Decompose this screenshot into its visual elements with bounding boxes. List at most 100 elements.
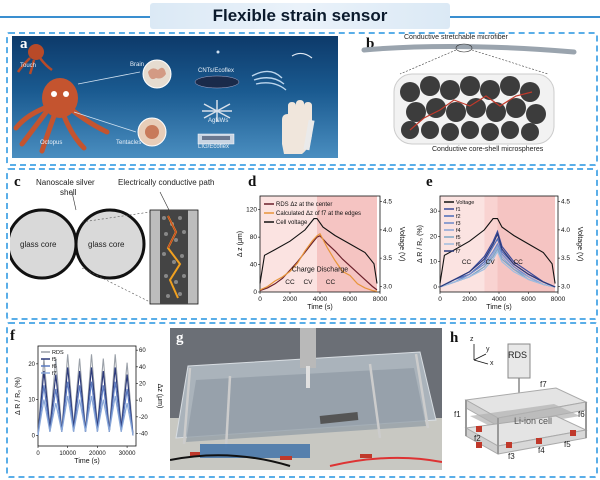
legend-entry: RDS <box>52 350 64 356</box>
series-line-rds-z-at-the-center <box>259 235 378 292</box>
y2-tick-label: 3.0 <box>383 283 392 290</box>
x-tick-label: 10000 <box>59 451 76 457</box>
label-spheres: Conductive core-shell microspheres <box>432 146 544 153</box>
legend-entry: f4 <box>456 228 461 234</box>
panel-e-label: e <box>426 174 433 190</box>
label-core-1: glass core <box>20 240 57 249</box>
y2-tick-label: 3.5 <box>561 255 570 262</box>
panel-g-label: g <box>176 330 184 346</box>
y2-tick-label: -40 <box>139 432 148 438</box>
x-tick-label: 4000 <box>492 296 507 303</box>
panel-b-illustration <box>361 43 577 145</box>
panel-row-1-frame <box>6 32 598 166</box>
series-line-calculated-z-of-f7-at-the-edges <box>259 232 378 292</box>
y-tick-label: 40 <box>250 262 258 269</box>
header-rule-left <box>0 16 150 18</box>
x-tick-label: 2000 <box>283 296 298 303</box>
panel-a-label: a <box>20 36 28 52</box>
panel-b: b Conductive stretchable microfiber Cond… <box>344 34 590 160</box>
legend-entry: f5 <box>456 235 461 241</box>
legend-entry: Voltage <box>456 200 474 206</box>
series-line-cell-voltage <box>259 218 378 284</box>
panel-h-label: h <box>450 330 459 346</box>
y2-tick-label: -20 <box>139 415 148 421</box>
panel-d-label: d <box>248 174 257 190</box>
y2-tick-label: 3.0 <box>561 283 570 290</box>
y-tick-label: 0 <box>32 433 36 439</box>
x-axis-label: Time (s) <box>486 304 511 311</box>
x-tick-label: 0 <box>36 451 40 457</box>
panel-a: Touch Octopus Brain Tentacles CNTs/Ecofl… <box>12 36 338 158</box>
label-fiber: Conductive stretchable microfiber <box>404 34 508 41</box>
annot-charge-discharge: Charge Discharge <box>292 266 349 273</box>
annot-cc-1: CC <box>285 279 295 286</box>
legend-entry: f7 <box>52 371 57 377</box>
y-axis-label: Δ R / R₀ (%) <box>417 225 424 263</box>
y2-tick-label: 20 <box>139 382 146 388</box>
x-axis-label: Time (s) <box>74 458 99 465</box>
x-tick-label: 4000 <box>313 296 328 303</box>
label-tentacles: Tentacles <box>116 140 142 146</box>
y2-tick-label: 3.5 <box>383 255 392 262</box>
y-tick-label: 0 <box>253 289 257 296</box>
figure-title: Flexible strain sensor <box>150 3 450 29</box>
legend-entry: f6 <box>52 364 57 370</box>
legend-entry: f6 <box>456 242 461 248</box>
x-tick-label: 2000 <box>462 296 477 303</box>
label-f5: f5 <box>564 440 571 449</box>
label-core-2: glass core <box>88 240 125 249</box>
label-path: Electrically conductive path <box>118 178 215 187</box>
plot-frame <box>37 345 137 447</box>
series-line-f7 <box>439 232 556 288</box>
y2-tick-label: 4.5 <box>561 199 570 206</box>
y-tick-label: 20 <box>28 362 35 368</box>
legend-entry: f5 <box>52 357 57 363</box>
y-tick-label: 80 <box>250 234 258 241</box>
y-axis-label: Δ R / R₀ (%) <box>15 377 22 415</box>
label-f4: f4 <box>538 446 545 455</box>
legend-entry: f7 <box>456 249 461 255</box>
x-tick-label: 8000 <box>373 296 388 303</box>
legend-entry: f3 <box>456 221 461 227</box>
x-tick-label: 8000 <box>551 296 566 303</box>
y-tick-label: 10 <box>28 398 35 404</box>
label-shell: shell <box>60 188 77 197</box>
label-f3: f3 <box>508 452 515 461</box>
x-tick-label: 0 <box>438 296 442 303</box>
y-tick-label: 10 <box>430 259 438 266</box>
x-tick-label: 6000 <box>521 296 536 303</box>
x-tick-label: 30000 <box>119 451 136 457</box>
label-lig: LIG/Ecoflex <box>198 144 230 150</box>
y2-tick-label: 4.5 <box>383 199 392 206</box>
legend-entry: Calculated Δz of f7 at the edges <box>276 211 361 217</box>
label-octopus: Octopus <box>40 140 63 146</box>
label-f1: f1 <box>454 410 461 419</box>
x-tick-label: 0 <box>258 296 262 303</box>
legend-entry: Cell voltage <box>276 220 308 226</box>
y-axis-label: Δ z (μm) <box>237 231 244 257</box>
panel-a-illustration <box>13 44 315 154</box>
annot-cc-1: CC <box>462 259 472 266</box>
panel-h-illustration <box>464 343 588 455</box>
label-touch: Touch <box>20 63 37 69</box>
panel-c-illustration <box>10 191 199 305</box>
panel-g: g <box>170 328 442 470</box>
y-tick-label: 120 <box>246 207 257 214</box>
legend-entry: f1 <box>456 207 461 213</box>
annot-cc-2: CC <box>326 279 336 286</box>
series-line-f7 <box>37 395 134 436</box>
panel-row-2-frame <box>6 168 598 320</box>
panel-h: h z y x RDS Li-ion cell f1 f2 f3 f4 f5 f… <box>446 330 592 470</box>
label-f2: f2 <box>474 434 481 443</box>
y2-tick-label: 40 <box>139 365 146 371</box>
label-li-ion-cell: Li-ion cell <box>514 416 553 426</box>
label-cnts: CNTs/Ecoflex <box>198 68 235 74</box>
annot-cc-2: CC <box>513 259 523 266</box>
annot-cv: CV <box>486 259 496 266</box>
y2-axis-label: Voltage (V) <box>398 227 405 262</box>
